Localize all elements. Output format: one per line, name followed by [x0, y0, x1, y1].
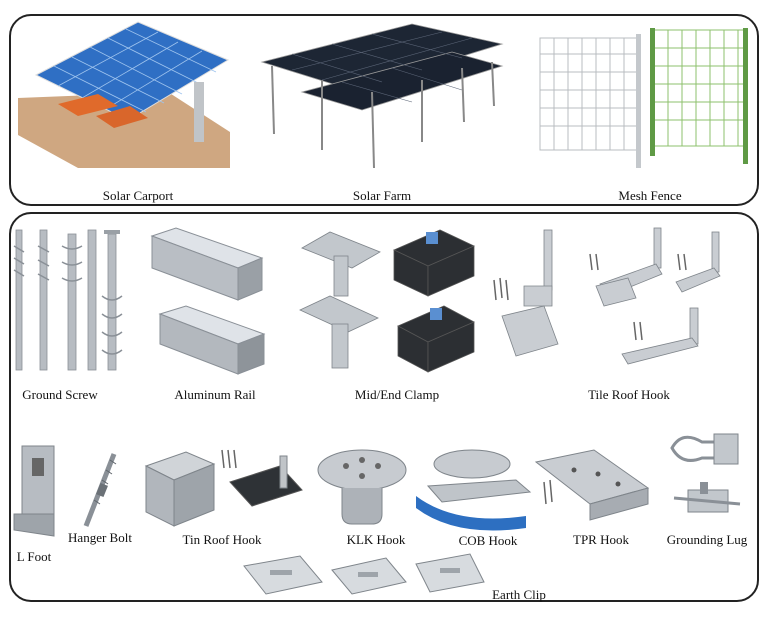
cob-hook-label: COB Hook [458, 533, 518, 548]
aluminum-rail-label: Aluminum Rail [174, 387, 256, 402]
l-foot-image [13, 445, 55, 537]
solar-carport-label: Solar Carport [102, 188, 174, 203]
klk-hook-image [317, 449, 407, 525]
tin-roof-hook-label: Tin Roof Hook [182, 532, 262, 547]
ground-screw-image [13, 229, 123, 371]
solar-farm-image [260, 23, 504, 169]
mid-end-clamp-image [299, 229, 475, 373]
earth-clip-image [243, 553, 485, 595]
mesh-fence-label: Mesh Fence [618, 188, 682, 203]
aluminum-rail-image [150, 227, 266, 375]
tile-roof-hook-label: Tile Roof Hook [588, 387, 670, 402]
hanger-bolt-image [83, 453, 117, 527]
grounding-lug-image [670, 433, 741, 513]
tpr-hook-label: TPR Hook [573, 532, 629, 547]
mid-end-clamp-label: Mid/End Clamp [354, 387, 440, 402]
grounding-lug-label: Grounding Lug [666, 532, 748, 547]
hanger-bolt-label: Hanger Bolt [68, 530, 132, 545]
solar-farm-label: Solar Farm [352, 188, 412, 203]
tile-roof-hook-image [493, 227, 721, 365]
tpr-hook-image [534, 449, 650, 521]
solar-carport-image [18, 21, 230, 168]
l-foot-label: L Foot [16, 549, 52, 564]
klk-hook-label: KLK Hook [346, 532, 406, 547]
cob-hook-image [416, 449, 532, 531]
earth-clip-label: Earth Clip [492, 587, 546, 602]
mesh-fence-image [539, 28, 748, 168]
ground-screw-label: Ground Screw [22, 387, 98, 402]
tin-roof-hook-image [144, 449, 303, 527]
